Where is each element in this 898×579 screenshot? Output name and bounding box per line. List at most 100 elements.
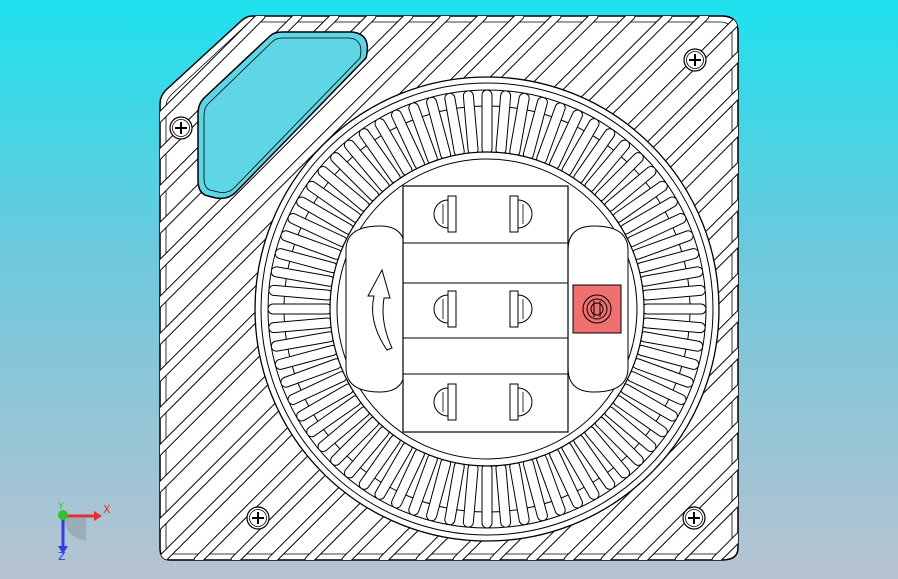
fin-fill: [537, 103, 565, 164]
fin-fill: [605, 166, 656, 211]
fin-fill: [537, 454, 565, 515]
fin-fill: [613, 181, 667, 222]
fin-fill: [523, 459, 547, 521]
fin-fill: [281, 359, 342, 387]
fin-fill: [392, 449, 424, 508]
fin-fill: [463, 463, 478, 527]
fin-fill: [307, 181, 361, 222]
power-sockets: [433, 195, 533, 421]
fin-fill: [427, 459, 451, 521]
fin-fill: [621, 197, 677, 234]
socket-block: [402, 185, 569, 433]
vent-slot-fill: [564, 16, 738, 560]
socket-pin-icon: [433, 290, 457, 328]
orientation-triad: [58, 510, 102, 554]
fin-fill: [445, 93, 464, 156]
fin-fill: [595, 153, 643, 201]
x-axis-label: X: [103, 503, 111, 516]
socket-pin-icon: [509, 383, 533, 421]
fin-fill: [574, 435, 615, 489]
fin-fill: [359, 435, 400, 489]
fin-fill: [409, 454, 437, 515]
fin-fill: [627, 214, 686, 246]
fin-fill: [445, 462, 464, 525]
fin-fill: [641, 285, 705, 300]
screw-icon: [682, 506, 706, 530]
fin-fill: [496, 91, 511, 155]
rotation-arrow-icon: [367, 268, 393, 351]
fin-fill: [496, 463, 511, 527]
fin-fill: [307, 396, 361, 437]
fin-fill: [359, 129, 400, 183]
fin-fill: [562, 443, 599, 499]
fin-fill: [627, 372, 686, 404]
vent-slot-fill: [601, 16, 738, 560]
handle-cutout: [197, 31, 369, 200]
fin-fill: [275, 249, 337, 273]
fin-fill: [632, 359, 693, 387]
vent-slot-fill: [160, 16, 265, 560]
fin-fill: [637, 249, 699, 273]
fin-fill: [585, 427, 630, 478]
socket-pin-icon: [433, 383, 457, 421]
fin-fill: [605, 407, 656, 452]
fin-fill: [269, 285, 333, 300]
socket-pin-icon: [433, 195, 457, 233]
fin-fill: [613, 396, 667, 437]
fin-fill: [641, 318, 705, 333]
fin-fill: [392, 110, 424, 169]
socket-pin-icon: [509, 195, 533, 233]
fin-fill: [637, 345, 699, 369]
fin-fill: [510, 462, 529, 525]
fin-fill: [640, 332, 703, 351]
vent-slot-fill: [160, 16, 450, 560]
fin-fill: [562, 119, 599, 175]
vent-slot-fill: [712, 16, 738, 560]
vent-slot-fill: [753, 16, 898, 560]
fin-fill: [288, 214, 347, 246]
fin-fill: [550, 110, 582, 169]
fin-fill: [297, 384, 353, 421]
screw-icon: [169, 116, 193, 140]
fin-fill: [632, 231, 693, 259]
fin-fill: [585, 140, 630, 191]
fin-fill: [640, 267, 703, 286]
fin-fill: [331, 153, 379, 201]
left-grip-pad: [345, 225, 406, 393]
fin-fill: [344, 427, 389, 478]
fin-fill: [463, 91, 478, 155]
fin-fill: [574, 129, 615, 183]
screw-icon: [246, 506, 270, 530]
fin-fill: [510, 93, 529, 156]
fin-fill: [271, 267, 334, 286]
fin-fill: [269, 318, 333, 333]
fin-fill: [427, 97, 451, 159]
fin-fill: [281, 231, 342, 259]
fin-fill: [621, 384, 677, 421]
fin-fill: [409, 103, 437, 164]
fin-fill: [595, 417, 643, 465]
mounting-screws: [169, 48, 707, 530]
fin-fill: [331, 417, 379, 465]
fin-fill: [375, 119, 412, 175]
screw-icon: [683, 48, 707, 72]
vent-slot-outline: [711, 16, 738, 560]
fin-fill: [375, 443, 412, 499]
fin-fill: [318, 407, 369, 452]
vent-slot-fill: [638, 16, 738, 560]
fin-fill: [550, 449, 582, 508]
radial-fins: [267, 89, 706, 529]
fin-fill: [318, 166, 369, 211]
fin-fill: [344, 140, 389, 191]
fin-fill: [271, 332, 334, 351]
socket-pin-icon: [509, 290, 533, 328]
fin-fill: [275, 345, 337, 369]
z-axis-label: Z: [58, 550, 66, 563]
fin-fill: [523, 97, 547, 159]
fin-fill: [297, 197, 353, 234]
power-switch-highlighted[interactable]: [572, 284, 622, 334]
vent-slot-outline: [753, 16, 898, 560]
y-axis-label: Y: [58, 502, 64, 512]
